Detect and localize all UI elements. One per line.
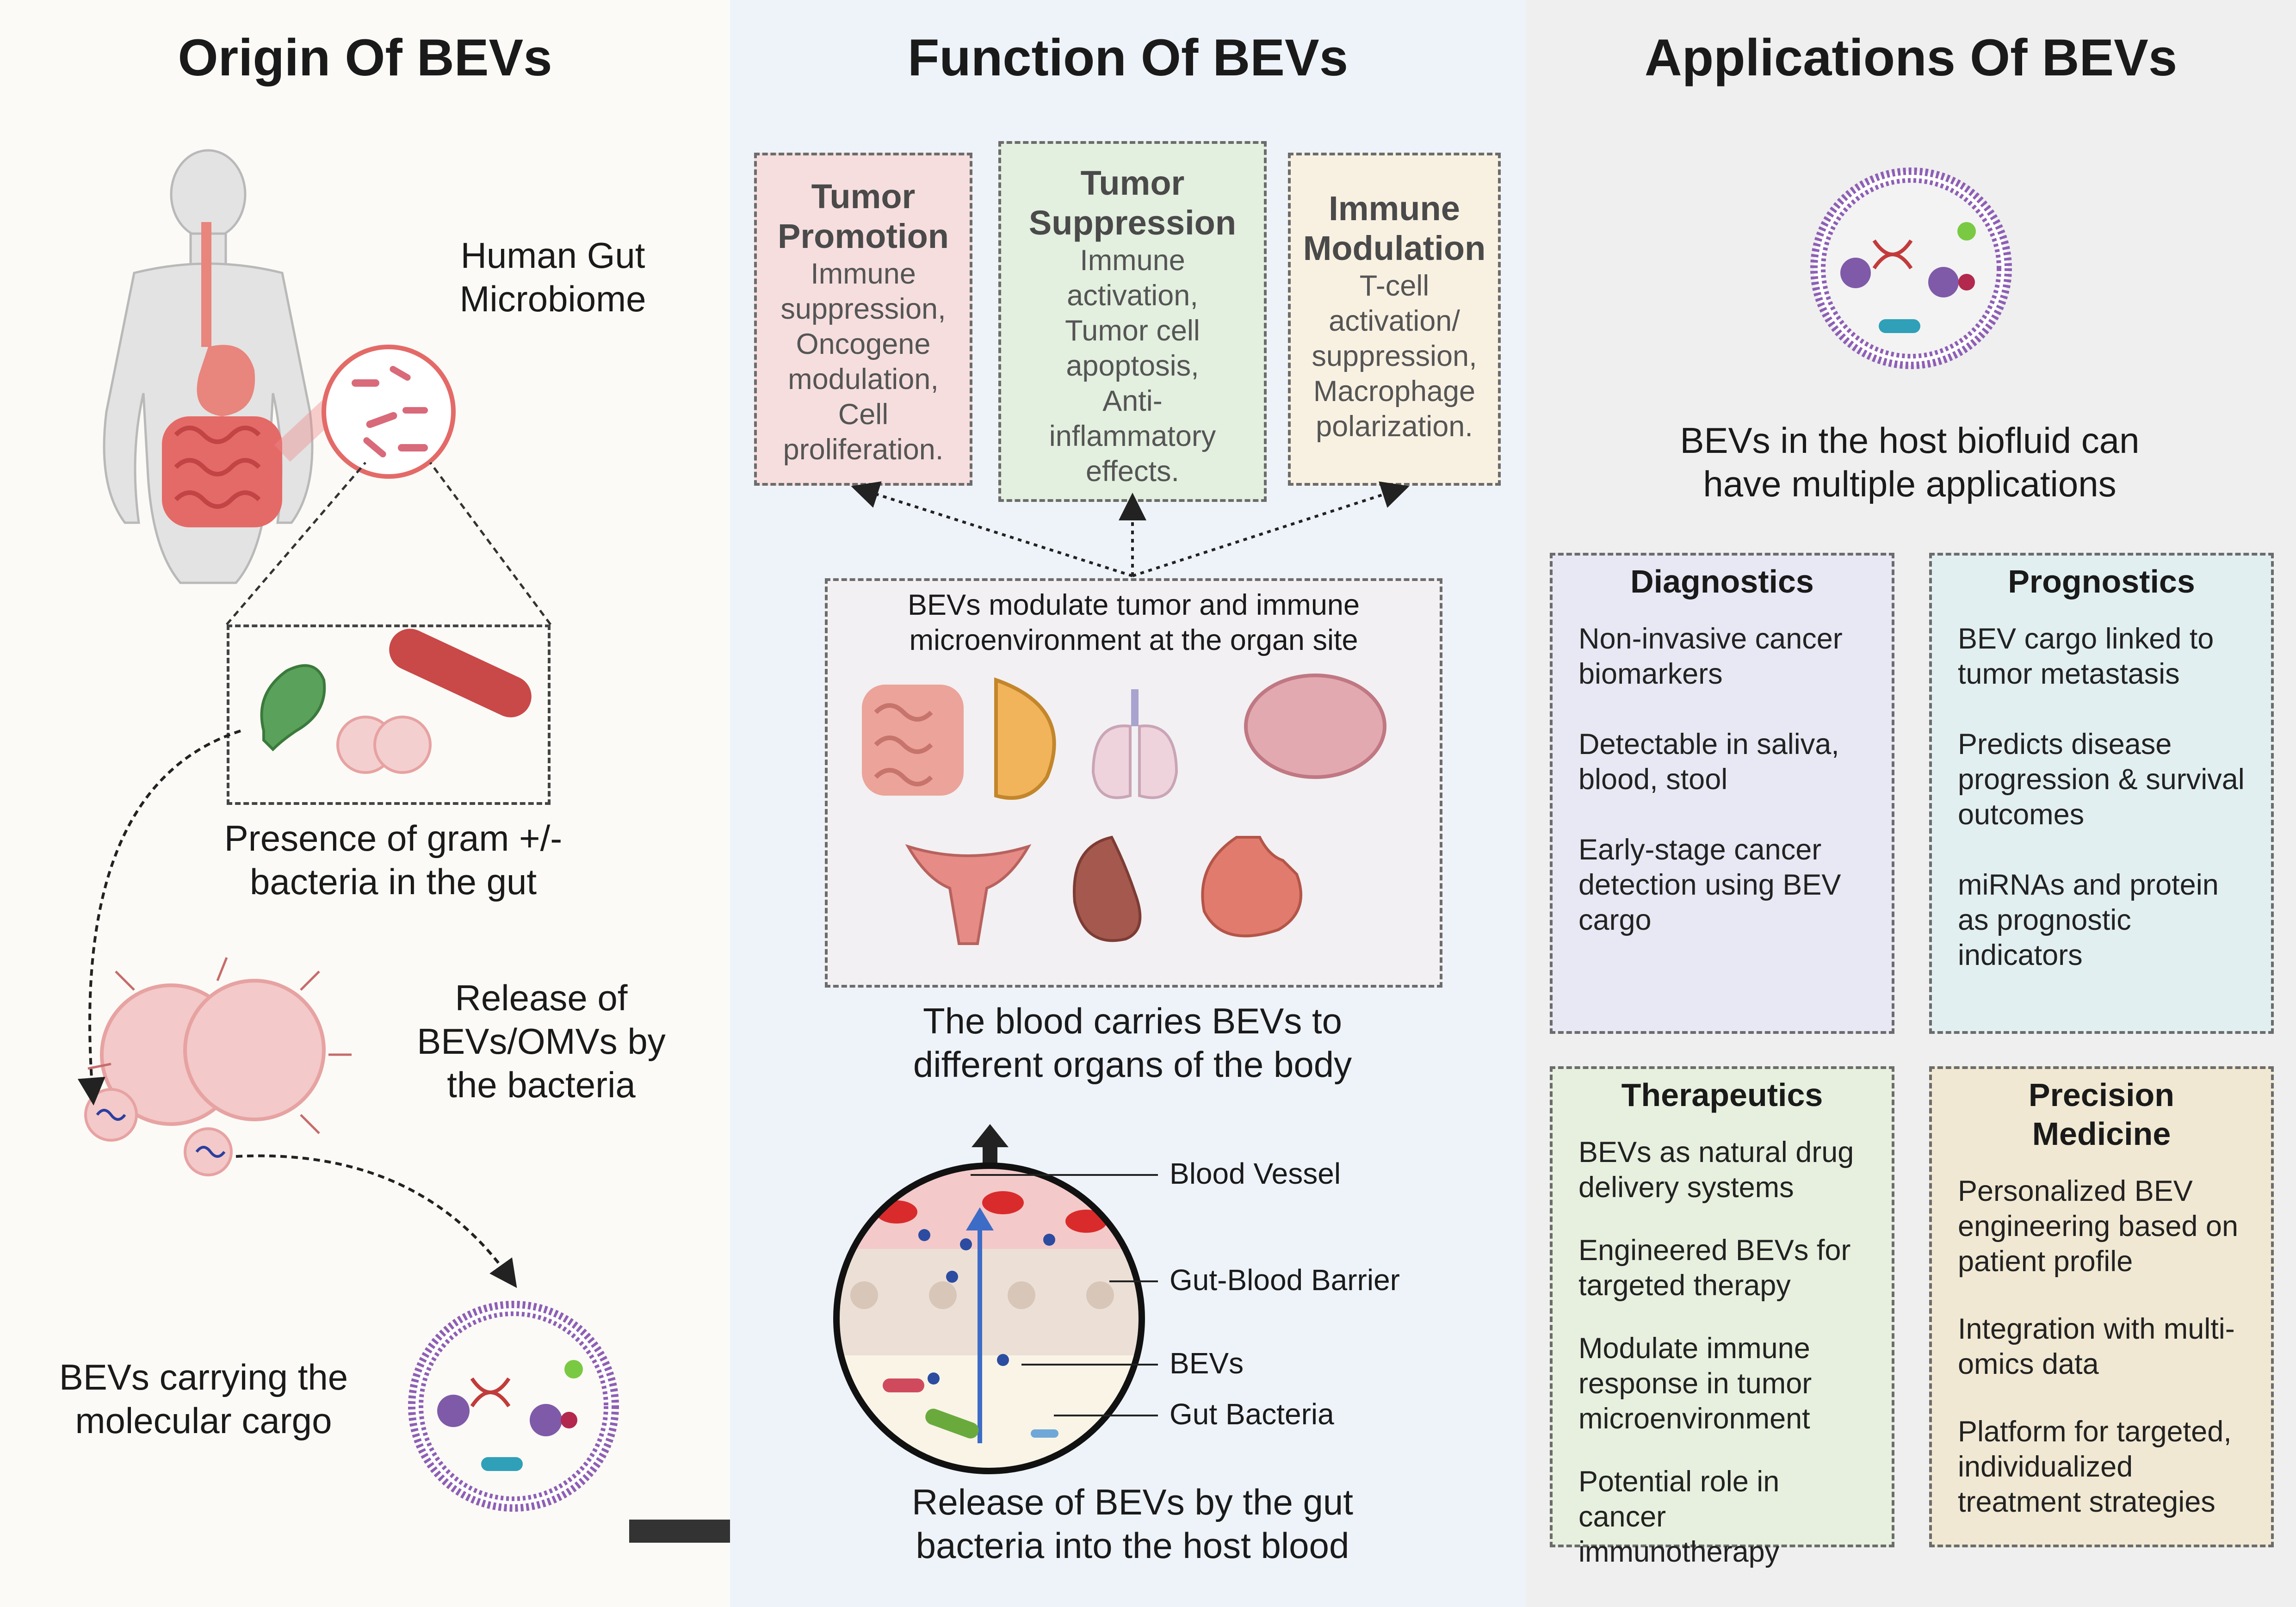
tumor-suppression-box: Tumor Suppression Immune activation, Tum… (998, 141, 1267, 502)
stomach-icon (1201, 836, 1302, 938)
therapeutics-title: Therapeutics (1621, 1077, 1823, 1113)
diagnostics-box: Diagnostics Non-invasive cancer biomarke… (1550, 553, 1894, 1034)
tumor-promotion-title: Tumor Promotion (778, 177, 949, 255)
organ-site-text: BEVs modulate tumor and immune microenvi… (908, 589, 1360, 656)
tumor-suppression-title: Tumor Suppression (1028, 164, 1237, 242)
precision-medicine-item: Personalized BEV engineering based on pa… (1958, 1175, 2239, 1278)
tumor-promotion-body: Immune suppression, Oncogene modulation,… (780, 258, 946, 466)
therapeutics-item: Modulate immune response in tumor microe… (1578, 1332, 1812, 1435)
protein-icon (437, 1395, 562, 1436)
intestine-icon (162, 416, 282, 527)
blood-carries-label: The blood carries BEVs to different orga… (913, 1001, 1352, 1085)
diagnostics-item: Detectable in saliva, blood, stool (1578, 728, 1839, 796)
coccus-bacteria-icon (336, 716, 432, 774)
precision-medicine-title: Precision Medicine (2028, 1077, 2175, 1152)
release-into-blood-label: Release of BEVs by the gut bacteria into… (912, 1482, 1353, 1566)
diagnostics-item: Non-invasive cancer biomarkers (1578, 623, 1843, 690)
zoom-connector-lines (226, 345, 552, 625)
immune-modulation-title: Immune Modulation (1303, 189, 1486, 267)
release-label: Release of BEVs/OMVs by the bacteria (417, 977, 666, 1105)
uterus-icon (905, 844, 1032, 945)
kidney-icon (1073, 835, 1142, 942)
applications-title: Applications Of BEVs (1644, 29, 2178, 87)
diagnostics-item: Early-stage cancer detection using BEV c… (1578, 834, 1841, 936)
therapeutics-item: Potential role in cancer immunotherapy (1578, 1465, 1780, 1568)
bev-release-illustration (84, 957, 352, 1176)
precision-medicine-item: Platform for targeted, individualized tr… (1958, 1415, 2232, 1518)
prognostics-item: BEV cargo linked to tumor metastasis (1958, 623, 2214, 690)
immune-modulation-box: Immune Modulation T-cell activation/ sup… (1288, 153, 1501, 486)
precision-medicine-box: Precision Medicine Personalized BEV engi… (1929, 1066, 2274, 1547)
diagnostics-title: Diagnostics (1630, 563, 1814, 600)
origin-title: Origin Of BEVs (178, 29, 552, 87)
prognostics-item: Predicts disease progression & survival … (1958, 728, 2245, 831)
tumor-promotion-box: Tumor Promotion Immune suppression, Onco… (754, 153, 972, 486)
dna-icon (470, 1377, 511, 1408)
prognostics-item: miRNAs and protein as prognostic indicat… (1958, 869, 2219, 971)
organs-illustration (862, 674, 1386, 945)
human-body-illustration (103, 149, 314, 584)
flow-arrows (77, 729, 517, 1288)
lungs-icon (1091, 689, 1178, 799)
gut-blood-circle (833, 1162, 1145, 1474)
breast-icon (994, 677, 1056, 800)
therapeutics-item: BEVs as natural drug delivery systems (1578, 1136, 1854, 1204)
prognostics-title: Prognostics (2008, 563, 2195, 600)
applications-intro: BEVs in the host biofluid can have multi… (1680, 420, 2140, 504)
gut-blood-barrier-callout: Gut-Blood Barrier (1170, 1263, 1400, 1297)
therapeutics-item: Engineered BEVs for targeted therapy (1578, 1234, 1851, 1302)
gut-bacteria-callout: Gut Bacteria (1170, 1397, 1334, 1431)
therapeutics-box: Therapeutics BEVs as natural drug delive… (1550, 1066, 1894, 1568)
applications-panel: Applications Of BEVs BEVs in the host bi… (1526, 0, 2296, 1607)
intestine-organ-icon (862, 685, 964, 796)
brain-icon (1244, 674, 1386, 779)
cargo-label: BEVs carrying the molecular cargo (59, 1357, 348, 1441)
bev-cargo-illustration (408, 1301, 619, 1512)
function-dotted-arrows (851, 481, 1410, 577)
bevs-callout: BEVs (1170, 1347, 1244, 1380)
bev-vesicle-illustration (1810, 167, 2012, 369)
origin-panel: Origin Of BEVs Hum (0, 0, 837, 1607)
immune-modulation-body: T-cell activation/ suppression, Macropha… (1312, 270, 1477, 443)
function-panel: Function Of BEVs Tumor Promotion Immune … (730, 0, 1526, 1607)
function-title: Function Of BEVs (908, 29, 1348, 87)
bacteria-label: Presence of gram +/- bacteria in the gut (224, 818, 563, 902)
prognostics-box: Prognostics BEV cargo linked to tumor me… (1929, 553, 2274, 1034)
up-arrow (972, 1124, 1009, 1180)
tumor-suppression-body: Immune activation, Tumor cell apoptosis,… (1049, 244, 1216, 488)
blood-vessel-callout: Blood Vessel (1170, 1157, 1341, 1190)
callout-lines (971, 1174, 1158, 1416)
precision-medicine-item: Integration with multi- omics data (1958, 1313, 2235, 1380)
rod-bacterium-icon (389, 629, 532, 717)
green-bacterium-icon (260, 664, 326, 752)
bacteria-illustration (260, 629, 532, 774)
microbiome-label: Human Gut Microbiome (459, 235, 646, 319)
bacteria-zoom-box (227, 624, 551, 805)
